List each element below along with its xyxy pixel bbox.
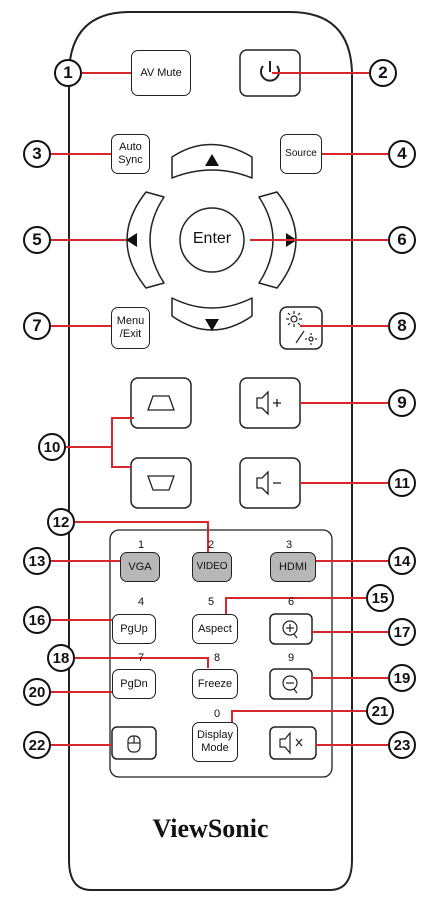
power-icon (260, 61, 280, 82)
brightness-button-frame[interactable] (279, 306, 323, 350)
mute-icon (279, 731, 303, 755)
left-button[interactable] (126, 191, 165, 289)
menu-exit-label-line1: Menu (116, 315, 145, 328)
source-button[interactable]: Source (280, 134, 322, 174)
callout-19: 19 (388, 664, 416, 692)
callout-15: 15 (366, 584, 394, 612)
volume-up-icon (256, 390, 281, 416)
digit-7: 7 (137, 652, 145, 664)
hdmi-button[interactable]: HDMI (270, 552, 316, 582)
digit-8: 8 (213, 652, 221, 664)
callout-1: 1 (54, 59, 82, 87)
callout-18: 18 (47, 644, 75, 672)
mouse-icon (127, 735, 141, 753)
menu-exit-button[interactable]: Menu /Exit (111, 307, 150, 349)
callout-10: 10 (38, 433, 66, 461)
callout-line-15 (225, 597, 380, 614)
arrow-down-icon (205, 319, 219, 331)
digit-1: 1 (137, 539, 145, 551)
volume-down-button[interactable] (239, 457, 301, 509)
video-button[interactable]: VIDEO (192, 552, 232, 582)
callout-line-10 (111, 417, 134, 468)
callout-9: 9 (388, 389, 416, 417)
mute-button[interactable] (269, 726, 317, 760)
callout-16: 16 (23, 606, 51, 634)
keystone-bottom-icon (147, 475, 175, 491)
vga-button[interactable]: VGA (120, 552, 160, 582)
display-mode-label-line2: Mode (201, 742, 229, 754)
source-label: Source (285, 148, 317, 160)
digit-9: 9 (287, 652, 295, 664)
callout-22: 22 (23, 731, 51, 759)
zoom-out-button[interactable] (269, 668, 313, 700)
video-label: VIDEO (196, 561, 228, 573)
callout-20: 20 (23, 678, 51, 706)
digit-4: 4 (137, 596, 145, 608)
keystone-top-button[interactable] (130, 377, 192, 429)
freeze-label: Freeze (197, 677, 233, 690)
enter-label: Enter (192, 230, 232, 247)
enter-button-frame[interactable] (179, 207, 245, 273)
callout-line-12 (75, 521, 209, 557)
zoom-in-icon (282, 620, 298, 639)
callout-line-21 (231, 710, 380, 722)
digit-5: 5 (207, 596, 215, 608)
callout-6: 6 (388, 226, 416, 254)
pgup-label: PgUp (120, 622, 148, 635)
digit-3: 3 (285, 539, 293, 551)
callout-8: 8 (388, 312, 416, 340)
keystone-bottom-button[interactable] (130, 457, 192, 509)
callout-17: 17 (388, 618, 416, 646)
av-mute-label: AV Mute (140, 66, 182, 79)
volume-down-icon (256, 470, 281, 496)
vga-label: VGA (128, 560, 152, 573)
zoom-out-icon (282, 675, 298, 694)
volume-up-button[interactable] (239, 377, 301, 429)
digit-2: 2 (207, 539, 215, 551)
display-mode-label-line1: Display (196, 729, 234, 742)
callout-21: 21 (366, 697, 394, 725)
zoom-in-button[interactable] (269, 613, 313, 645)
down-button[interactable] (171, 297, 253, 331)
callout-14: 14 (388, 547, 416, 575)
callout-3: 3 (23, 140, 51, 168)
brightness-icon (286, 311, 317, 345)
auto-sync-label-line2: Sync (118, 154, 143, 166)
callout-13: 13 (23, 547, 51, 575)
callout-23: 23 (388, 731, 416, 759)
digit-0: 0 (213, 708, 221, 720)
pgup-button[interactable]: PgUp (112, 614, 156, 644)
brand-logo: ViewSonic (152, 814, 269, 843)
arrow-up-icon (205, 154, 219, 166)
callout-2: 2 (369, 59, 397, 87)
auto-sync-button[interactable]: Auto Sync (111, 134, 150, 174)
callout-11: 11 (388, 469, 416, 497)
digit-6: 6 (287, 596, 295, 608)
menu-exit-label-line2: /Exit (119, 328, 142, 340)
pgdn-button[interactable]: PgDn (112, 669, 156, 699)
aspect-label: Aspect (198, 622, 232, 635)
callout-line-18 (75, 657, 209, 668)
callout-4: 4 (388, 140, 416, 168)
display-mode-button[interactable]: Display Mode (192, 722, 238, 762)
auto-sync-label-line1: Auto (119, 141, 142, 154)
hdmi-label: HDMI (278, 560, 308, 573)
av-mute-button[interactable]: AV Mute (131, 50, 191, 96)
pgdn-label: PgDn (120, 677, 148, 690)
keystone-top-icon (147, 395, 175, 411)
arrow-left-icon (126, 233, 137, 247)
callout-7: 7 (23, 312, 51, 340)
callout-12: 12 (47, 508, 75, 536)
callout-5: 5 (23, 226, 51, 254)
keypad-panel (109, 529, 333, 778)
freeze-button[interactable]: Freeze (192, 669, 238, 699)
callout-lines (51, 72, 388, 746)
aspect-button[interactable]: Aspect (192, 614, 238, 644)
